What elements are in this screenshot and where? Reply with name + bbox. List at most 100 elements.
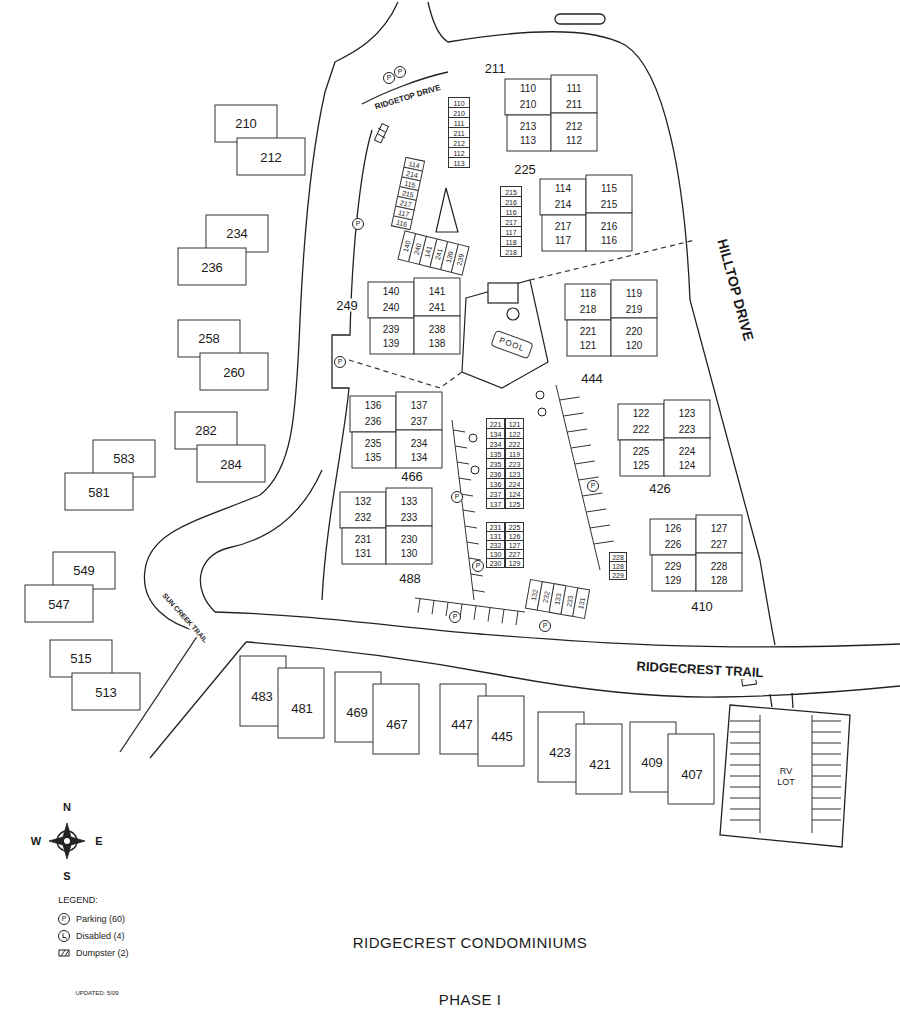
- road-edge: [428, 2, 775, 645]
- spa: [507, 308, 519, 320]
- compass-star: [49, 823, 85, 859]
- stall-number: 118: [505, 238, 516, 245]
- unit-number: 124: [679, 461, 696, 471]
- rv-stall-line: [812, 809, 841, 810]
- parking-stall: 230: [486, 558, 505, 568]
- median: [555, 14, 605, 24]
- stall-number: 133: [553, 593, 562, 606]
- street-name: HILLTOP DRIVE: [713, 235, 756, 344]
- parking-stalls: 215216116217117118218: [500, 186, 522, 257]
- building-wing: [237, 138, 305, 175]
- building-outline: [178, 320, 268, 390]
- stall-number: 233: [565, 595, 574, 608]
- duplex-building: 447445: [440, 684, 524, 766]
- parking-stalls: 114214115215217117116: [391, 157, 425, 231]
- building-wing: [178, 320, 240, 357]
- stall-number: 125: [509, 500, 521, 507]
- dumpster-hatch: [378, 128, 385, 138]
- unit-number: 110: [520, 84, 536, 94]
- building-wing: [586, 213, 632, 251]
- unit-number: 236: [365, 417, 382, 427]
- duplex-building: 210212: [215, 105, 305, 175]
- building-wing: [72, 673, 140, 710]
- parking-mark: P: [587, 480, 599, 492]
- rv-row-line: [760, 715, 761, 833]
- legend-sample: [57, 946, 71, 960]
- stall-number: 235: [490, 460, 502, 467]
- unit-number: 218: [580, 305, 597, 315]
- compass-letter: W: [31, 835, 41, 847]
- unit-number: 260: [223, 366, 245, 379]
- condo-building: 488132133232233231230131130: [340, 488, 432, 564]
- building-number: 488: [398, 572, 422, 585]
- building-wing: [368, 282, 414, 318]
- building-wing: [540, 179, 586, 215]
- rv-stall-line: [730, 765, 760, 766]
- unit-number: 481: [291, 702, 313, 715]
- building-outline: [50, 640, 140, 710]
- building-outline: [25, 552, 115, 622]
- rv-stall-line: [812, 776, 841, 777]
- duplex-building: 583581: [65, 440, 155, 510]
- condo-building: 426122123222223225224125124: [618, 400, 710, 476]
- parking-stall: 137: [486, 498, 505, 509]
- unit-number: 137: [411, 401, 428, 411]
- unit-number: 127: [711, 524, 728, 534]
- building-number: 225: [513, 163, 537, 176]
- building-wing: [386, 488, 432, 526]
- building-wing: [396, 392, 442, 430]
- unit-number: 241: [429, 303, 446, 313]
- unit-number: 238: [429, 325, 446, 335]
- stall-number: 222: [509, 440, 521, 447]
- parking-stall: 218: [500, 246, 522, 257]
- unit-number: 583: [113, 452, 135, 465]
- stall-number: 216: [505, 198, 517, 205]
- compass-letter: N: [63, 801, 71, 813]
- unit-number: 467: [386, 718, 408, 731]
- unit-number: 141: [429, 287, 446, 297]
- stall-number: 215: [505, 188, 517, 195]
- building-wing: [505, 79, 551, 115]
- building-wing: [396, 430, 442, 468]
- unit-number: 126: [665, 524, 682, 534]
- stall-number: 137: [490, 500, 502, 507]
- building-wing: [668, 734, 714, 804]
- building-wing: [620, 440, 664, 476]
- disabled-symbol: [538, 408, 546, 416]
- compass-centre: [64, 838, 70, 844]
- legend-entry: Disabled (4): [56, 929, 186, 943]
- unit-number: 135: [365, 453, 382, 463]
- building-outline: [340, 488, 432, 564]
- legend-text: Disabled (4): [76, 931, 125, 941]
- unit-number: 213: [520, 122, 537, 132]
- unit-number: 234: [226, 227, 248, 240]
- parking-mark: P: [58, 913, 70, 925]
- duplex-building: 234236: [178, 215, 268, 285]
- building-number: 426: [648, 482, 672, 495]
- unit-number: 118: [580, 289, 596, 299]
- unit-number: 140: [383, 287, 400, 297]
- unit-number: 217: [555, 222, 572, 232]
- unit-number: 120: [626, 341, 643, 351]
- unit-number: 131: [355, 549, 372, 559]
- stall-number: 135: [490, 450, 502, 457]
- building-wing: [565, 284, 611, 320]
- building-wing: [542, 215, 586, 251]
- building-number: 466: [400, 470, 424, 483]
- unit-number: 129: [665, 576, 682, 586]
- unit-number: 123: [679, 409, 696, 419]
- stall-number: 236: [490, 470, 502, 477]
- walkway: [349, 360, 462, 388]
- dumpster-sample: [59, 950, 69, 956]
- stall-number: 116: [505, 208, 516, 215]
- parking-stall: 229: [609, 570, 627, 580]
- disabled-spaces: [469, 391, 546, 474]
- stall-number: 228: [612, 554, 624, 561]
- stall-number: 128: [612, 563, 624, 570]
- unit-number: 117: [555, 236, 571, 246]
- stall-number: 239: [455, 253, 465, 266]
- unit-number: 409: [641, 756, 663, 769]
- unit-number: 513: [95, 686, 117, 699]
- rv-stall-line: [812, 732, 841, 733]
- building-wing: [93, 440, 155, 477]
